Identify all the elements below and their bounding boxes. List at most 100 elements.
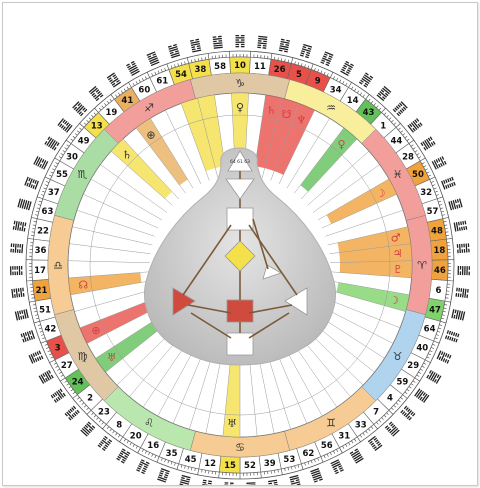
gate-number: 53 [283, 455, 295, 465]
activation-wedge [300, 127, 357, 192]
hexagram-icon [400, 405, 416, 421]
activation-wedge [254, 94, 283, 169]
hexagram-icon [289, 474, 301, 485]
hexagram-icon [376, 85, 392, 102]
hexagram-icon [431, 156, 447, 170]
hexagram-icon [106, 72, 122, 88]
hexagram-icon [88, 85, 104, 102]
gate-number: 27 [61, 361, 73, 371]
gate-number: 41 [121, 96, 133, 106]
root-center [226, 332, 254, 356]
gate-number: 30 [66, 152, 78, 162]
head-gate-numbers: 64 61 63 [230, 159, 250, 165]
gate-number: 37 [48, 188, 60, 198]
planet-marker-icon: ♀ [236, 101, 244, 114]
planet-marker-icon: ♄ [266, 104, 276, 117]
hexagram-icon [330, 459, 344, 475]
hexagram-icon [448, 198, 463, 211]
zodiac-cancer-icon: ♋ [235, 441, 245, 454]
planet-marker-icon: ☊ [78, 279, 88, 292]
hexagram-icon [444, 330, 460, 343]
planet-marker-icon: ♇ [393, 263, 403, 276]
hexagram-icon [235, 35, 245, 48]
gate-number: 54 [175, 70, 187, 80]
zodiac-sagittarius-icon: ♐ [144, 101, 154, 114]
hexagram-ring [9, 35, 471, 485]
gate-number: 60 [138, 85, 150, 95]
bodygraph-channels [182, 171, 298, 339]
hexagram-icon [456, 243, 470, 254]
gate-number: 50 [412, 170, 424, 180]
planet-marker-icon: ♂ [391, 232, 401, 245]
planet-marker-icon: ♆ [296, 113, 306, 126]
planet-marker-icon: ♀ [338, 138, 346, 151]
hexagram-icon [267, 479, 278, 485]
hexagram-icon [136, 459, 150, 475]
hexagram-icon [278, 38, 290, 53]
hexagram-icon [441, 176, 456, 190]
hexagram-icon [157, 468, 170, 483]
gate-number: 48 [431, 226, 443, 236]
planet-marker-icon: ♄ [122, 149, 132, 162]
hexagram-icon [97, 435, 113, 452]
hexagram-icon [349, 448, 364, 464]
gate-number: 28 [402, 152, 414, 162]
gate-number: 40 [416, 343, 428, 353]
activation-wedge [79, 301, 152, 344]
gate-number: 42 [44, 325, 56, 335]
gate-number: 15 [224, 461, 236, 471]
hexagram-icon [212, 35, 223, 49]
planet-marker-icon: ⊕ [91, 324, 100, 337]
gate-number: 39 [264, 459, 276, 469]
gate-number: 47 [429, 306, 441, 316]
hexagram-icon [457, 265, 471, 276]
planet-marker-icon: ⊕ [146, 128, 155, 141]
hexagram-icon [146, 51, 160, 67]
hexagram-icon [320, 51, 334, 67]
gate-number: 4 [387, 393, 393, 403]
planet-marker-icon: ☋ [282, 108, 292, 121]
gate-number: 58 [214, 62, 226, 72]
gate-number: 32 [420, 188, 432, 198]
gate-number: 64 [424, 325, 436, 335]
gate-number: 52 [244, 461, 256, 471]
activation-wedge [197, 94, 226, 169]
planet-marker-icon: ☽ [376, 187, 386, 200]
zodiac-virgo-icon: ♍ [77, 350, 87, 363]
hexagram-icon [20, 330, 36, 343]
gate-number: 2 [87, 393, 93, 403]
gate-number: 24 [72, 378, 84, 388]
planet-marker-icon: ♃ [393, 247, 403, 260]
hexagram-icon [414, 388, 430, 403]
bodygraph: 64 61 63 [144, 147, 336, 366]
gate-number: 63 [42, 207, 54, 217]
hexagram-icon [57, 118, 73, 133]
gate-number: 6 [435, 286, 441, 296]
activation-wedge [181, 98, 216, 172]
gate-number: 10 [234, 61, 246, 71]
hexagram-icon [224, 482, 234, 485]
activation-wedge [337, 226, 411, 253]
gate-number: 35 [166, 449, 178, 459]
zodiac-leo-icon: ♌ [144, 417, 154, 430]
activation-wedge [231, 93, 249, 166]
gate-number: 51 [39, 306, 51, 316]
hexagram-icon [384, 421, 400, 437]
hexagram-icon [257, 35, 268, 49]
gate-number: 59 [396, 378, 408, 388]
hexagram-icon [44, 136, 60, 151]
gate-number: 61 [156, 77, 168, 87]
zodiac-pisces-icon: ♓ [393, 168, 403, 181]
gate-number: 23 [98, 408, 110, 418]
hexagram-icon [392, 101, 408, 117]
activation-wedge [95, 319, 162, 373]
hexagram-icon [24, 176, 39, 190]
gate-number: 20 [130, 432, 142, 442]
zodiac-libra-icon: ♎ [53, 259, 63, 272]
gate-number: 21 [36, 286, 48, 296]
throat-center [226, 207, 254, 231]
gate-number: 55 [56, 170, 68, 180]
activation-wedge [68, 272, 142, 295]
